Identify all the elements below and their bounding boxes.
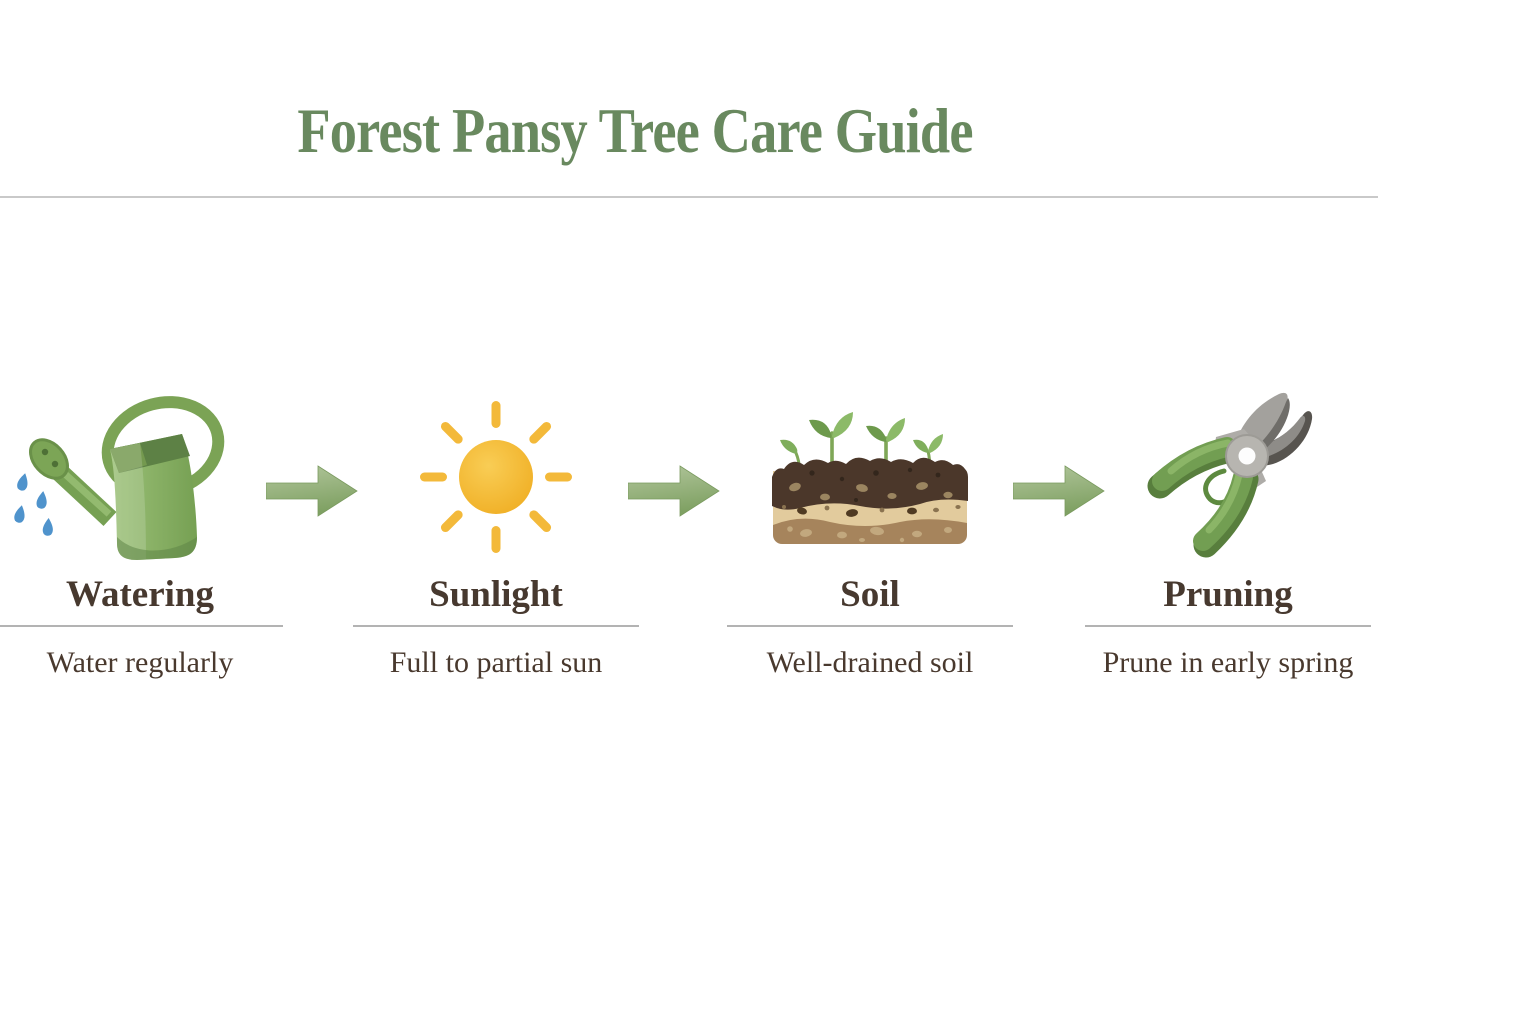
page-title: Forest Pansy Tree Care Guide (297, 95, 973, 166)
step-sunlight: Sunlight Full to partial sun (346, 383, 646, 681)
label-underline (727, 625, 1013, 627)
soil-icon-box (720, 383, 1020, 571)
pruning-icon-box (1078, 383, 1378, 571)
step-watering: Watering Water regularly (0, 383, 290, 681)
arrow-right-icon (628, 465, 720, 517)
soil-icon (772, 412, 968, 544)
label-underline (353, 625, 639, 627)
arrow-right-icon (1013, 465, 1105, 517)
label-underline (1085, 625, 1371, 627)
step-desc-watering: Water regularly (46, 646, 234, 679)
watering-icon-box (0, 383, 290, 571)
sun-icon (420, 401, 572, 553)
watering-can-icon (14, 395, 225, 560)
step-label-watering: Watering (66, 574, 214, 615)
step-label-pruning: Pruning (1163, 574, 1293, 615)
step-desc-sunlight: Full to partial sun (389, 646, 603, 679)
arrow-right-icon (266, 465, 358, 517)
pruning-shears-icon (1147, 392, 1313, 558)
step-pruning: Pruning Prune in early spring (1078, 383, 1378, 681)
step-desc-soil: Well-drained soil (766, 646, 974, 679)
label-underline (0, 625, 283, 627)
step-label-soil: Soil (840, 574, 900, 615)
water-drops (14, 472, 53, 536)
sunlight-icon-box (346, 383, 646, 571)
step-label-sunlight: Sunlight (429, 574, 563, 615)
title-divider (0, 196, 1378, 198)
step-desc-pruning: Prune in early spring (1102, 646, 1354, 679)
step-soil: Soil Well-drained soil (720, 383, 1020, 681)
